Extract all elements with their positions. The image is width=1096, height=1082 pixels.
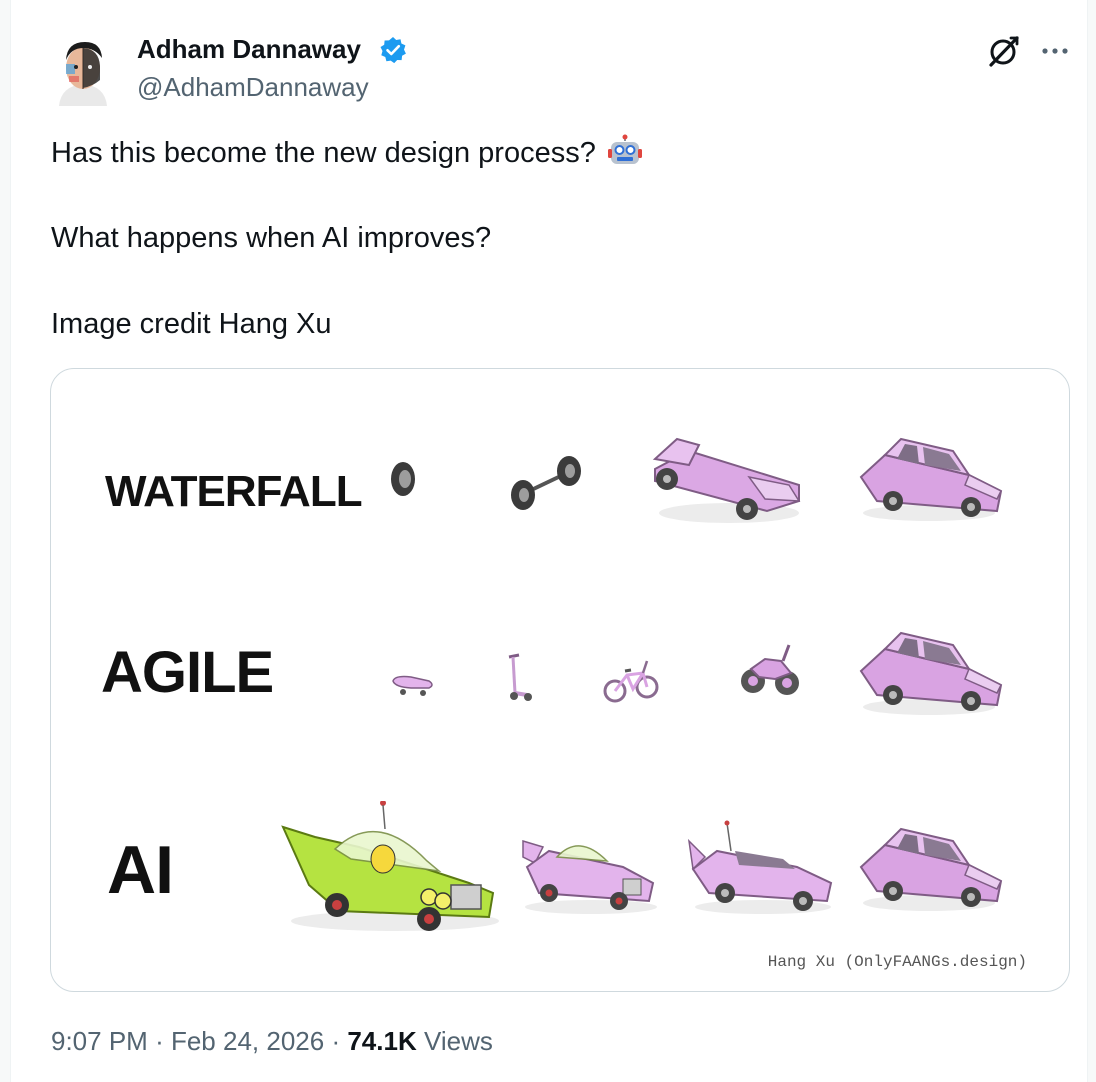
more-icon[interactable] bbox=[1038, 38, 1072, 64]
skateboard-illustration bbox=[392, 675, 433, 696]
meta-separator: · bbox=[331, 1026, 341, 1056]
row-label-agile: AGILE bbox=[101, 640, 274, 705]
finned-car-illustration bbox=[687, 820, 833, 914]
row-label-waterfall: WATERFALL bbox=[105, 467, 363, 516]
author-handle[interactable]: @AdhamDannaway bbox=[137, 72, 369, 102]
avatar[interactable] bbox=[51, 34, 115, 106]
modified-car-illustration bbox=[522, 839, 657, 914]
tweet-text-line-2: What happens when AI improves? bbox=[51, 222, 492, 254]
scooter-illustration bbox=[508, 653, 532, 701]
tweet-time[interactable]: 9:07 PM bbox=[51, 1026, 148, 1056]
row-label-ai: AI bbox=[107, 832, 174, 908]
views-count: 74.1K bbox=[347, 1026, 417, 1056]
car-illustration-agile bbox=[860, 632, 1002, 716]
author-name[interactable]: Adham Dannaway bbox=[137, 34, 361, 64]
axle-illustration bbox=[511, 456, 581, 510]
image-credit: Hang Xu (OnlyFAANGs.design) bbox=[767, 953, 1027, 971]
views-label: Views bbox=[423, 1026, 493, 1056]
wheel-illustration bbox=[391, 462, 415, 496]
tweet-text-line-1-text: Has this become the new design process? bbox=[51, 137, 596, 169]
meta-separator: · bbox=[155, 1026, 164, 1056]
verified-badge-icon bbox=[379, 36, 407, 64]
grok-icon[interactable] bbox=[986, 34, 1020, 68]
car-illustration-waterfall bbox=[860, 438, 1002, 522]
robot-face-emoji bbox=[607, 134, 642, 176]
bicycle-illustration bbox=[603, 660, 659, 703]
tweet-metadata: 9:07 PM · Feb 24, 2026 · 74.1K Views bbox=[51, 1026, 493, 1057]
homer-car-illustration bbox=[281, 801, 499, 931]
car-illustration-ai bbox=[860, 828, 1002, 912]
tweet-text-line-3: Image credit Hang Xu bbox=[51, 308, 332, 340]
tweet-text-line-1: Has this become the new design process? bbox=[51, 134, 642, 176]
motorcycle-illustration bbox=[741, 644, 799, 695]
tweet-media-image[interactable]: WATERFALL AGILE AI bbox=[50, 368, 1070, 992]
car-chassis-illustration bbox=[652, 437, 801, 523]
tweet-date[interactable]: Feb 24, 2026 bbox=[170, 1026, 325, 1056]
tweet-card: Adham Dannaway @AdhamDannaway Has this b… bbox=[10, 0, 1088, 1082]
